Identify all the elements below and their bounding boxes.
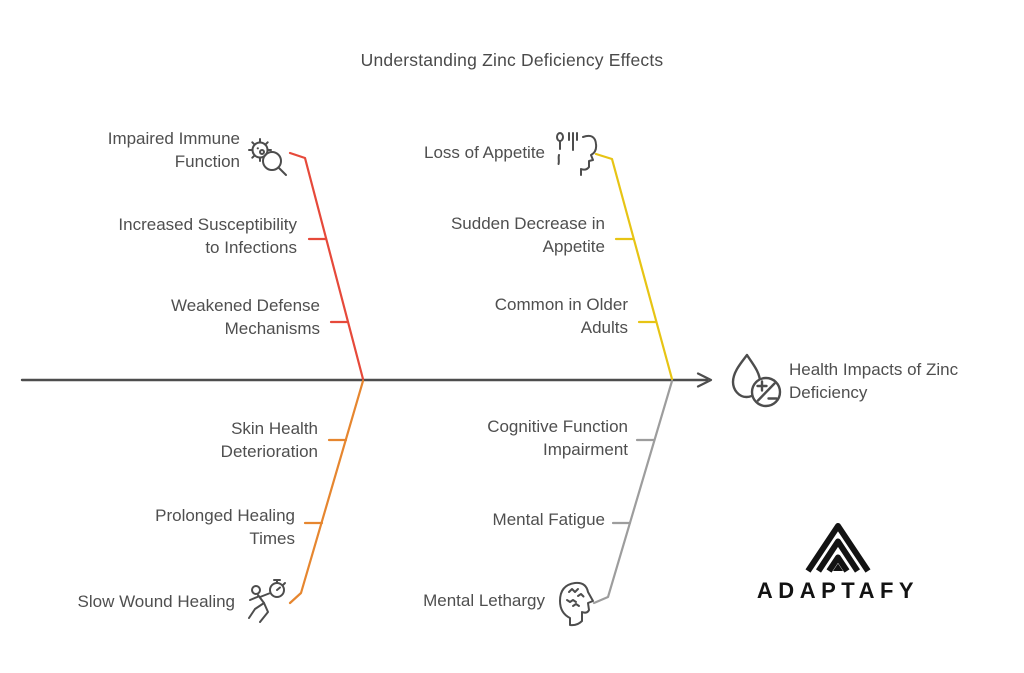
cause-mental-lethargy: Mental Lethargy	[423, 589, 545, 612]
cause-common-older-adults: Common in Older Adults	[495, 293, 628, 339]
spine-group	[20, 372, 713, 388]
utensils-and-head-icon	[556, 132, 598, 176]
label-line: Weakened Defense	[170, 296, 320, 315]
branch-line	[592, 379, 674, 605]
label-line: Common in Older	[494, 295, 628, 314]
runner-arms	[249, 592, 270, 601]
label-line: Appetite	[542, 237, 605, 256]
label-line: Times	[249, 529, 295, 548]
runner-with-stopwatch-icon	[248, 579, 286, 623]
branch-line	[288, 379, 365, 605]
spine-arrowhead	[696, 372, 713, 388]
cause-cognitive-function-impairment: Cognitive Function Impairment	[487, 415, 628, 461]
chevron-inner	[826, 554, 850, 573]
label-line: Impaired Immune	[107, 129, 240, 148]
chevron-middle	[815, 538, 861, 573]
diagram-title: Understanding Zinc Deficiency Effects	[360, 50, 664, 70]
branch-top-left-lines	[288, 151, 365, 381]
label-line: to Infections	[205, 238, 297, 257]
label-line: Mental Lethargy	[423, 591, 545, 610]
label-line: Adults	[580, 318, 628, 337]
virus-under-magnifier-icon	[248, 138, 287, 176]
label-line: Mental Fatigue	[492, 510, 605, 529]
cause-slow-wound-healing: Slow Wound Healing	[78, 590, 236, 613]
label-line: Health Impacts of Zinc	[789, 360, 959, 379]
chevron-outer	[805, 523, 871, 573]
virus-spikes	[248, 138, 272, 162]
runner-legs	[248, 602, 269, 623]
label-line: Sudden Decrease in	[450, 214, 605, 233]
label-line: Deterioration	[220, 442, 318, 461]
cause-mental-fatigue: Mental Fatigue	[493, 508, 605, 531]
branch-top-right-lines	[594, 152, 674, 381]
label-line: Function	[174, 152, 240, 171]
head-with-brain-fog-icon	[559, 581, 594, 627]
cause-skin-health-deterioration: Skin Health Deterioration	[221, 417, 318, 463]
label-line: Slow Wound Healing	[77, 592, 236, 611]
adaptafy-wordmark: ADAPTAFY	[756, 578, 920, 603]
branch-bottom-left-lines	[288, 379, 365, 605]
brain-fog-squiggles	[566, 588, 585, 607]
label-line: Deficiency	[789, 383, 868, 402]
cause-weakened-defense: Weakened Defense Mechanisms	[171, 294, 320, 340]
spoon-lower	[557, 154, 560, 165]
spoon-head	[556, 132, 564, 142]
cause-loss-of-appetite: Loss of Appetite	[424, 141, 545, 164]
effect-health-impacts: Health Impacts of Zinc Deficiency	[789, 358, 958, 404]
virus-spot	[259, 149, 265, 155]
cause-prolonged-healing-times: Prolonged Healing Times	[155, 504, 295, 550]
branch-bottom-right-lines	[592, 379, 674, 605]
runner-head	[251, 585, 261, 595]
label-line: Loss of Appetite	[424, 143, 545, 162]
cause-sudden-decrease-appetite: Sudden Decrease in Appetite	[451, 212, 605, 258]
magnifier-lens	[262, 151, 282, 171]
branch-line	[594, 152, 674, 381]
label-line: Mechanisms	[224, 319, 320, 338]
branch-line	[288, 151, 365, 381]
magnifier-handle	[277, 166, 287, 176]
fork	[568, 132, 578, 151]
stopwatch-details	[273, 579, 286, 591]
label-line: Cognitive Function	[487, 417, 628, 436]
adaptafy-logo-icon	[805, 523, 871, 573]
plus-sign	[756, 380, 768, 392]
label-line: Skin Health	[231, 419, 318, 438]
head-outline	[559, 581, 594, 627]
cause-impaired-immune-function: Impaired Immune Function	[108, 127, 240, 173]
head-profile	[580, 134, 598, 176]
chevron-core	[833, 563, 843, 571]
virus-dot	[256, 147, 259, 150]
label-line: Prolonged Healing	[155, 506, 295, 525]
label-line: Impairment	[542, 440, 628, 459]
label-line: Increased Susceptibility	[118, 215, 297, 234]
droplet-outline	[731, 353, 762, 399]
slash	[756, 382, 776, 402]
droplet-plus-minus-icon	[731, 353, 782, 408]
cause-increased-susceptibility: Increased Susceptibility to Infections	[118, 213, 297, 259]
